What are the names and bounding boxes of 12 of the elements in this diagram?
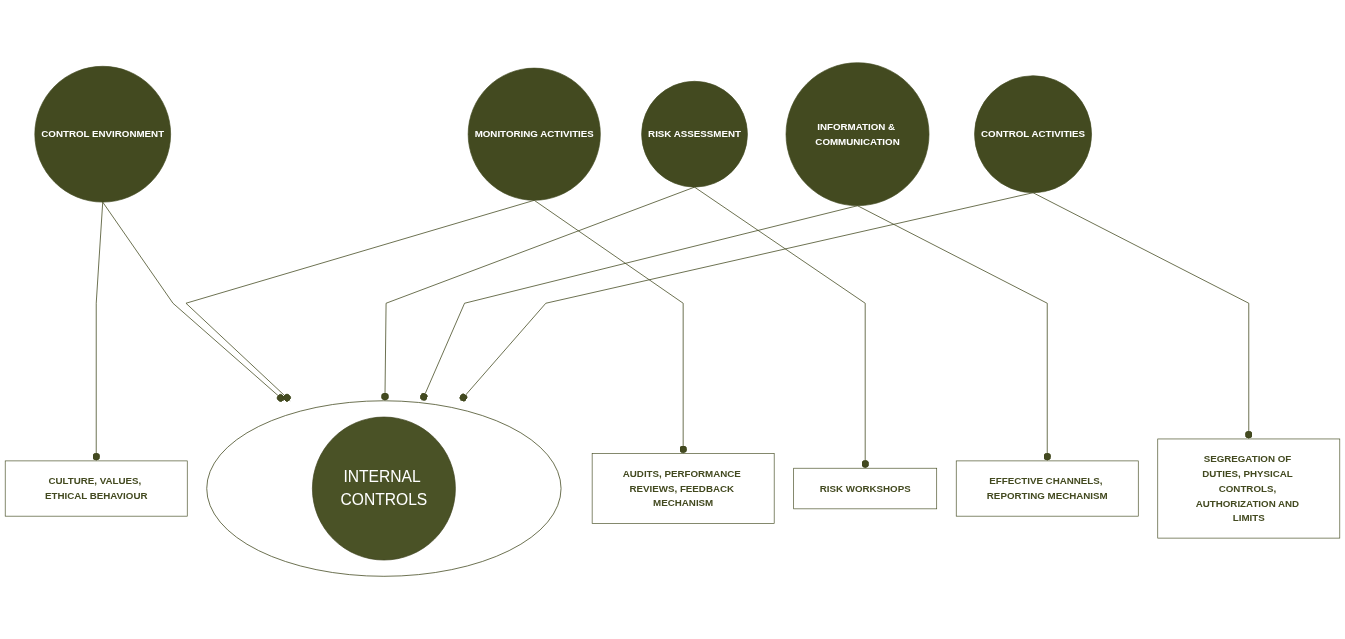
node-box: AUDITS, PERFORMANCE REVIEWS, FEEDBACK MECHANISM	[591, 453, 775, 524]
node-box: RISK WORKSHOPS	[793, 467, 938, 510]
node-box: SEGREGATION OF DUTIES, PHYSICAL CONTROLS, AUTHORIZATION AND LIMITS	[1157, 438, 1341, 539]
node-circle: INFORMATION & COMMUNICATION	[785, 62, 930, 207]
node-circle: INTERNAL CONTROLS	[312, 416, 456, 561]
node-box: EFFECTIVE CHANNELS, REPORTING MECHANISM	[955, 460, 1139, 517]
node-circle: CONTROL ACTIVITIES	[974, 75, 1092, 194]
node-box: CULTURE, VALUES, ETHICAL BEHAVIOUR	[4, 460, 188, 517]
cluster	[206, 400, 562, 577]
node-circle: RISK ASSESSMENT	[641, 80, 748, 188]
node-circle: MONITORING ACTIVITIES	[467, 67, 601, 201]
node-circle: CONTROL ENVIRONMENT	[34, 66, 171, 203]
